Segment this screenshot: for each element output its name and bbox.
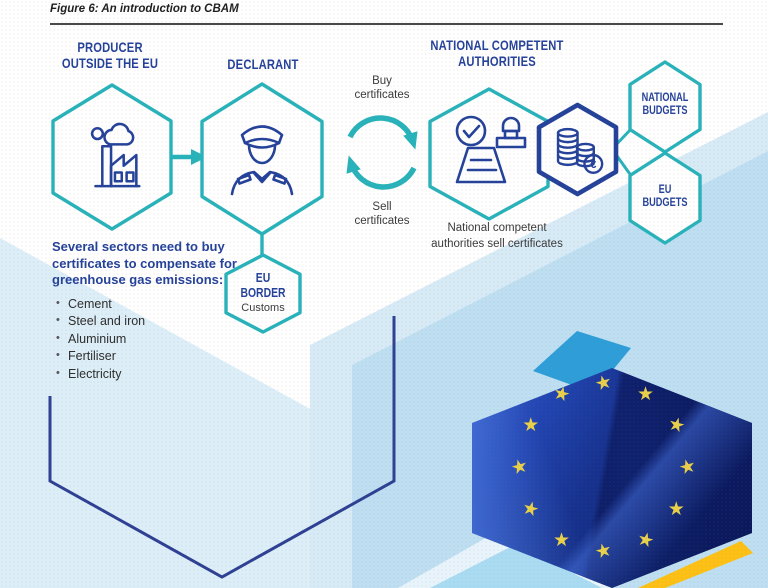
heading-line: AUTHORITIES: [458, 53, 536, 69]
eu-flag-star-icon: ★: [522, 415, 540, 436]
eu-flag-star-icon: ★: [667, 499, 685, 520]
sell-certificates-label: Sell certificates: [332, 200, 432, 228]
buy-certificates-label: Buy certificates: [332, 74, 432, 102]
list-item: Electricity: [54, 365, 252, 384]
heading-producer: PRODUCER OUTSIDE THE EU: [30, 39, 190, 71]
figure-title: Figure 6: An introduction to CBAM: [50, 3, 239, 15]
label-line: certificates: [354, 215, 410, 227]
list-item-label: Fertiliser: [68, 349, 116, 363]
eu-budgets-hexagon: [630, 153, 700, 243]
list-item: Fertiliser: [54, 347, 252, 366]
list-item-label: Steel and iron: [68, 314, 146, 328]
list-item: Aluminium: [54, 330, 252, 349]
title-rule: [50, 23, 723, 25]
label-line: BORDER: [240, 284, 286, 300]
label-line: EU: [255, 270, 271, 285]
intro-line: Several sectors need to buy: [52, 239, 225, 254]
label-line: certificates: [354, 89, 410, 101]
label-line: EU: [658, 184, 672, 196]
caption-line: National competent: [447, 222, 547, 234]
heading-line: DECLARANT: [227, 56, 299, 72]
declarant-hexagon: [202, 84, 322, 234]
eu-budgets-label: EU BUDGETS: [630, 184, 700, 210]
sectors-list: Cement Steel and iron Aluminium Fertilis…: [54, 295, 252, 384]
intro-line: greenhouse gas emissions:: [52, 272, 224, 287]
sectors-intro: Several sectors need to buy certificates…: [52, 239, 252, 289]
euro-coins-icon: €: [556, 127, 604, 174]
list-item: Steel and iron: [54, 312, 252, 331]
intro-line: certificates to compensate for: [52, 255, 237, 271]
list-item-label: Electricity: [68, 366, 122, 381]
label-line: Sell: [372, 201, 392, 213]
heading-declarant: DECLARANT: [202, 56, 324, 72]
buy-sell-cycle-icon: [346, 115, 418, 190]
customs-officer-icon: [230, 125, 294, 196]
label-line: NATIONAL: [641, 92, 689, 104]
factory-icon: [90, 122, 141, 188]
svg-text:€: €: [590, 159, 596, 171]
list-item-label: Cement: [68, 296, 112, 311]
list-item: Cement: [54, 295, 252, 314]
eu-flag-star-icon: ★: [553, 529, 571, 551]
eu-border-label: EU BORDER Customs: [226, 270, 300, 314]
heading-line: NATIONAL COMPETENT: [430, 37, 564, 53]
heading-line: PRODUCER: [77, 39, 143, 55]
label-line: BUDGETS: [642, 197, 688, 209]
eu-flag-star-icon: ★: [637, 384, 655, 406]
stamp-check-icon: [455, 115, 527, 184]
nca-caption: National competent authorities sell cert…: [402, 221, 592, 252]
heading-national-competent-authorities: NATIONAL COMPETENT AUTHORITIES: [402, 37, 592, 69]
label-line: BUDGETS: [642, 105, 688, 117]
caption-line: authorities sell certificates: [431, 237, 563, 250]
list-item-label: Aluminium: [68, 331, 127, 346]
national-budgets-label: NATIONAL BUDGETS: [630, 92, 700, 118]
sectors-block: Several sectors need to buy certificates…: [52, 239, 252, 383]
customs-sublabel: Customs: [241, 302, 285, 314]
label-line: Buy: [372, 75, 392, 87]
heading-line: OUTSIDE THE EU: [61, 55, 159, 71]
